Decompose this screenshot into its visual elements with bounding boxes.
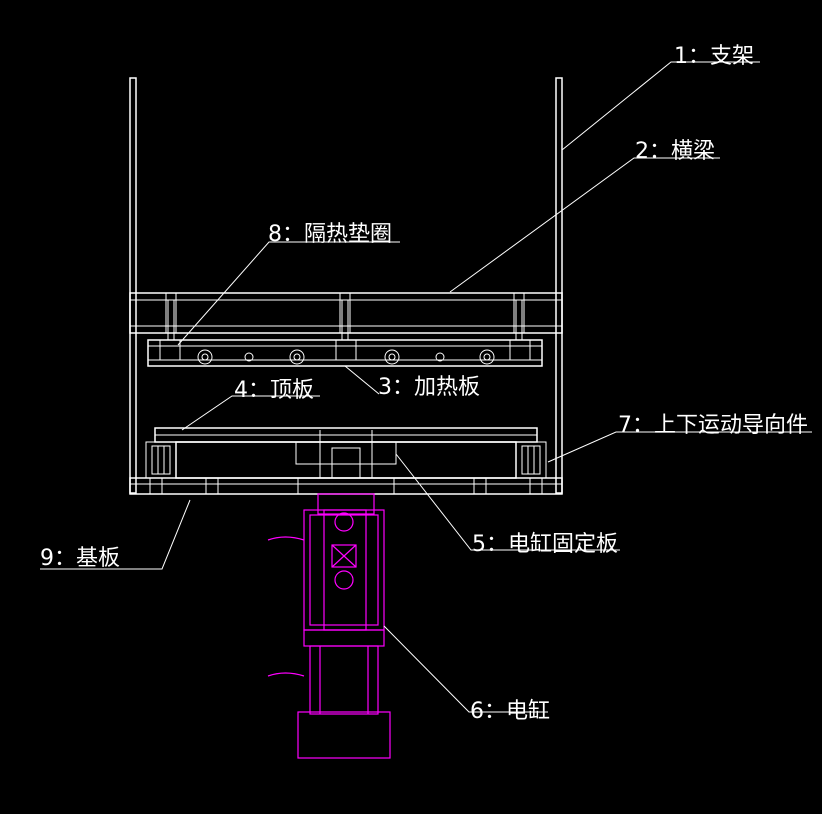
label-heating-plate: 3：加热板 bbox=[378, 375, 480, 400]
label-guide: 7：上下运动导向件 bbox=[618, 413, 808, 438]
label-top-plate: 4：顶板 bbox=[234, 378, 314, 403]
cylinder-mount-plate bbox=[175, 430, 517, 479]
guide bbox=[145, 441, 547, 479]
crossbeam bbox=[129, 292, 563, 340]
top-plate bbox=[154, 427, 538, 443]
label-insulation-washer: 8：隔热垫圈 bbox=[268, 222, 392, 247]
label-base-plate: 9：基板 bbox=[40, 546, 120, 571]
electric-cylinder bbox=[267, 493, 391, 759]
insulation-washer bbox=[159, 339, 531, 361]
bracket bbox=[129, 77, 563, 494]
base-plate bbox=[129, 477, 563, 495]
leader-lines bbox=[40, 61, 812, 713]
heating-plate bbox=[147, 339, 543, 367]
label-electric-cylinder: 6：电缸 bbox=[470, 699, 550, 724]
label-bracket: 1：支架 bbox=[674, 44, 754, 69]
label-cylinder-mount-plate: 5：电缸固定板 bbox=[472, 532, 618, 557]
label-crossbeam: 2：横梁 bbox=[635, 139, 715, 164]
